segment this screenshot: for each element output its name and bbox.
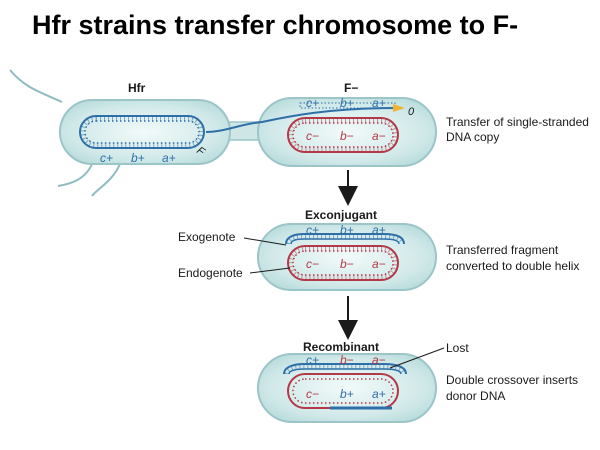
exconjugant-gene-c-plus: c+ — [306, 223, 319, 237]
origin-label: 0 — [408, 106, 415, 118]
lost-label: Lost — [446, 341, 469, 355]
recombinant-note-line-1: Double crossover inserts — [446, 373, 578, 387]
exconjugant-cell — [257, 223, 437, 291]
flagellum-bottom-1 — [57, 163, 93, 187]
recombinant-gene-b-plus: b+ — [340, 387, 354, 401]
hfr-chromosome-rungs — [80, 116, 204, 148]
recombinant-gene-a-plus: a+ — [372, 387, 386, 401]
recipient-gene-a-plus: a+ — [372, 96, 386, 110]
recombinant-gene-c-minus: c− — [306, 387, 319, 401]
recipient-chromosome-outer — [287, 117, 399, 153]
endogenote-chromosome-inner — [292, 250, 394, 276]
recipient-gene-b-minus: b− — [340, 129, 354, 143]
recipient-label: F− — [344, 81, 358, 95]
hfr-gene-c: c+ — [100, 151, 113, 165]
flagellum-top — [9, 69, 63, 103]
transfer-note-line-2: DNA copy — [446, 130, 499, 144]
hfr-gene-b: b+ — [131, 151, 145, 165]
recombinant-heading: Recombinant — [303, 340, 379, 354]
flagellum-bottom-2 — [91, 163, 121, 197]
transfer-note-line-1: Transfer of single-stranded — [446, 115, 589, 129]
endogenote-leader-line — [249, 267, 291, 274]
exconjugant-note-line-1: Transferred fragment — [446, 243, 559, 257]
lost-leader-line — [389, 347, 445, 369]
origin-marker — [393, 104, 405, 112]
exogenote-leader-line — [243, 237, 287, 246]
recipient-gene-c-minus: c− — [306, 129, 319, 143]
recombinant-gene-b-minus: b− — [340, 353, 354, 367]
recombinant-gene-a-minus: a− — [372, 353, 386, 367]
recombinant-gene-c-plus: c+ — [306, 353, 319, 367]
exconjugant-note-line-2: converted to double helix — [446, 259, 579, 273]
transferred-single-strand — [205, 107, 396, 133]
exogenote-fragment-inner — [290, 238, 400, 245]
lost-fragment-rungs — [284, 364, 406, 375]
hfr-gene-a: a+ — [162, 151, 176, 165]
exconjugant-gene-b-plus: b+ — [340, 223, 354, 237]
exconjugant-heading: Exconjugant — [305, 208, 377, 222]
exconjugant-gene-c-minus: c− — [306, 257, 319, 271]
transferred-strand-segment — [299, 102, 396, 109]
recipient-gene-b-plus: b+ — [340, 96, 354, 110]
exconjugant-gene-b-minus: b− — [340, 257, 354, 271]
recombinant-note-line-2: donor DNA — [446, 389, 505, 403]
endogenote-chromosome-outer — [287, 245, 399, 281]
endogenote-label: Endogenote — [178, 266, 243, 280]
recipient-gene-a-minus: a− — [372, 129, 386, 143]
hfr-label: Hfr — [128, 81, 146, 95]
recombinant-chromosome-inner — [292, 378, 394, 404]
exconjugant-gene-a-minus: a− — [372, 257, 386, 271]
recipient-chromosome-inner — [292, 122, 394, 148]
recipient-gene-c-plus: c+ — [306, 96, 319, 110]
exconjugant-gene-a-plus: a+ — [372, 223, 386, 237]
exogenote-label: Exogenote — [178, 230, 236, 244]
slide-title: Hfr strains transfer chromosome to F- — [32, 10, 519, 40]
